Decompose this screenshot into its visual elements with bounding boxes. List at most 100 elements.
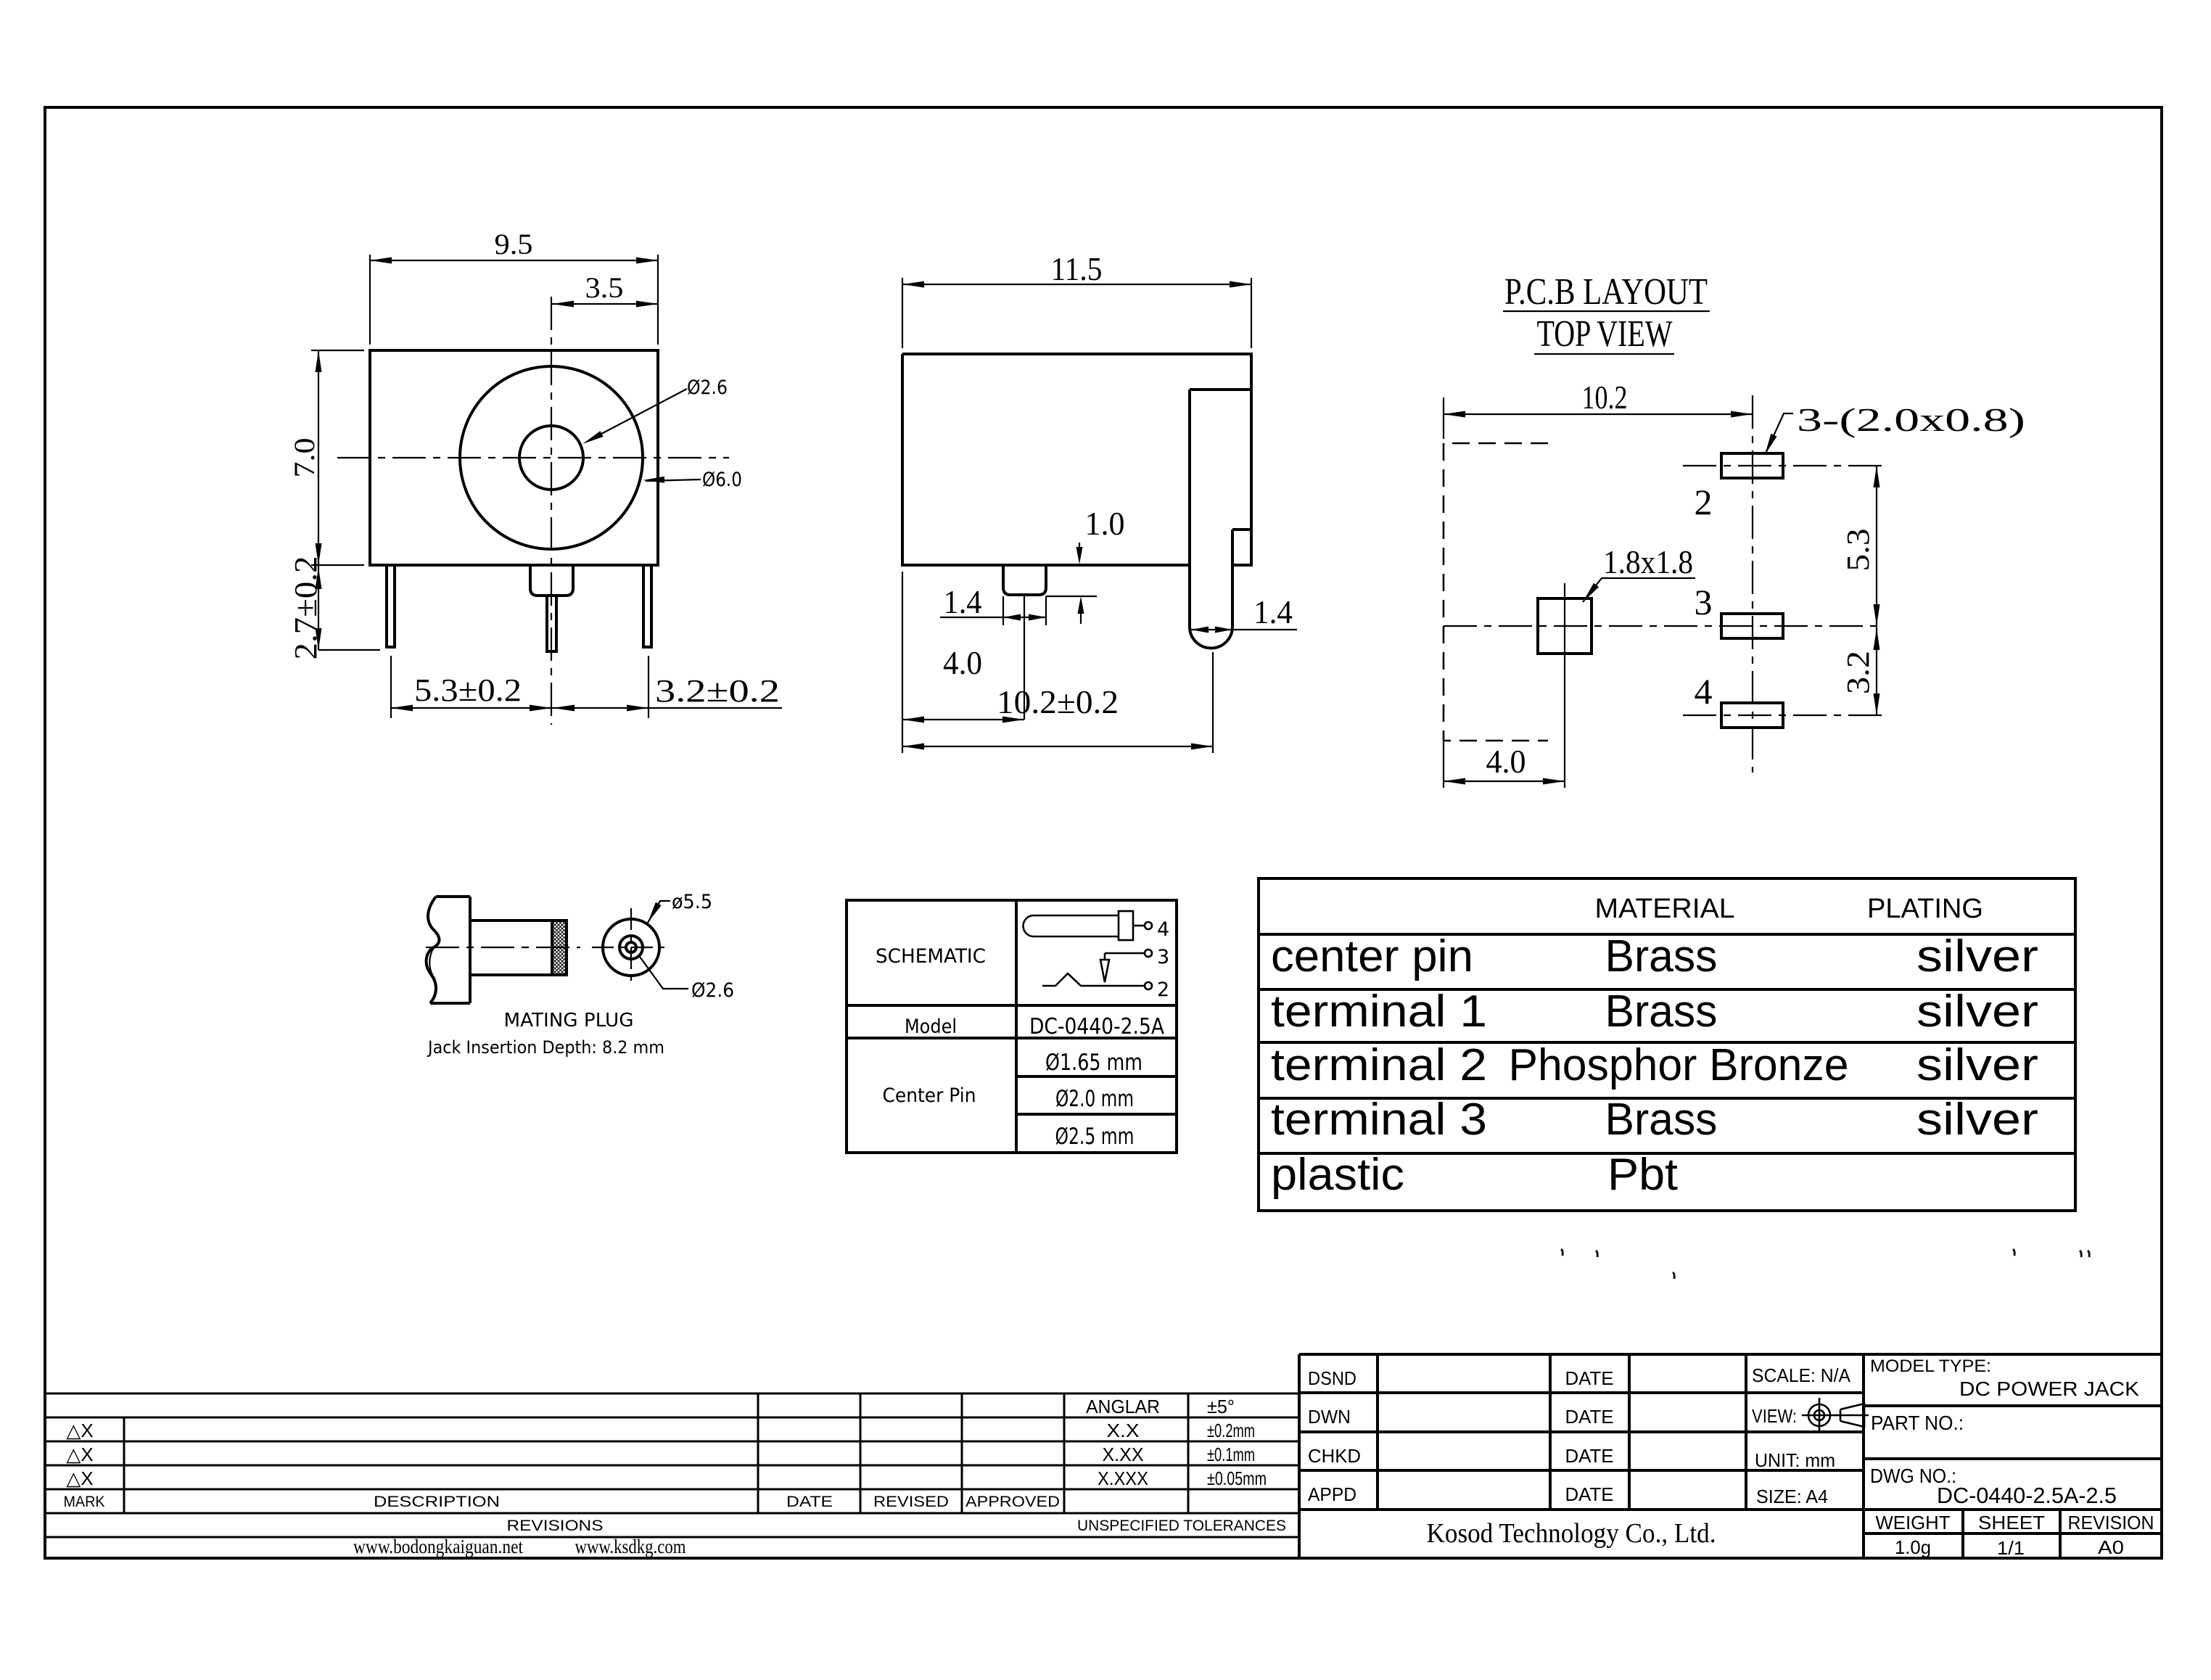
material-row-material: Phosphor Bronze xyxy=(1509,1040,1849,1090)
material-row-part: plastic xyxy=(1271,1150,1404,1200)
schematic-tip-block xyxy=(1117,910,1135,942)
dim-arrow xyxy=(902,743,924,750)
tolerance-range: X.XXX xyxy=(1098,1467,1148,1489)
dim-arrow xyxy=(315,567,322,589)
dim-arrow xyxy=(315,350,322,372)
material-row-plating: silver xyxy=(1916,931,2038,981)
plug-outer-label: ø5.5 xyxy=(672,891,712,913)
dim-arrow xyxy=(1076,547,1083,564)
tolerance-range: X.X xyxy=(1107,1420,1140,1441)
dwg-no-label: DWG NO.: xyxy=(1870,1465,1956,1487)
dim-arrow xyxy=(391,704,413,712)
dim-side-terminal-span: 10.2±0.2 xyxy=(997,683,1119,720)
dim-arrow xyxy=(1873,604,1880,626)
pcb-pad2-number: 2 xyxy=(1695,482,1713,522)
title-block: DSND DWN CHKD APPD DATE DATE DATE DATE S… xyxy=(1298,1353,2162,1559)
stray-mark xyxy=(2087,1249,2091,1258)
center-pin-label: Center Pin xyxy=(883,1084,976,1107)
dim-arrow xyxy=(552,300,574,308)
tolerances-title: UNSPECIFIED TOLERANCES xyxy=(1077,1518,1286,1534)
dim-arrow xyxy=(315,628,322,650)
center-pin-size-1: Ø1.65 mm xyxy=(1045,1050,1142,1076)
dim-side-terminal-width: 1.4 xyxy=(1253,593,1293,630)
stray-mark xyxy=(2012,1248,2016,1256)
material-row-part: center pin xyxy=(1271,931,1473,981)
model-value: DC-0440-2.5A xyxy=(1029,1014,1164,1039)
dim-arrow xyxy=(1215,626,1232,633)
material-table: MATERIAL PLATING center pin Brass silver… xyxy=(1257,877,2077,1212)
tolerance-value: ±0.05mm xyxy=(1207,1467,1267,1489)
tolerance-range: X.XX xyxy=(1103,1444,1144,1465)
size-value: SIZE: A4 xyxy=(1756,1486,1828,1507)
material-row-plating: silver xyxy=(1916,1095,2038,1145)
date-label: DATE xyxy=(1565,1483,1614,1505)
date-label: DATE xyxy=(1565,1445,1614,1467)
stray-mark xyxy=(2079,1249,2083,1258)
date-label: DATE xyxy=(1565,1406,1614,1428)
mark-symbol: △X xyxy=(66,1467,93,1489)
view-label: VIEW: xyxy=(1752,1405,1797,1427)
material-row-part: terminal 3 xyxy=(1271,1095,1487,1145)
plating-header: PLATING xyxy=(1867,894,1983,924)
pcb-center-pad xyxy=(1536,597,1593,655)
company-name: Kosod Technology Co., Ltd. xyxy=(1427,1518,1716,1549)
schematic-terminal2-circle xyxy=(1143,981,1153,991)
material-row-plating: silver xyxy=(1916,1040,2038,1090)
date-header: DATE xyxy=(786,1494,833,1510)
side-view: 11.5 1.0 1.4 4.0 10.2±0.2 1.4 xyxy=(901,250,1297,753)
pcb-pad3-number: 3 xyxy=(1695,582,1713,622)
schematic-barrel xyxy=(1022,914,1119,938)
material-row-material: Pbt xyxy=(1607,1150,1678,1200)
chkd-label: CHKD xyxy=(1308,1445,1361,1467)
revision-header: REVISION xyxy=(2068,1512,2154,1533)
side-center-tab xyxy=(1002,565,1047,596)
appd-label: APPD xyxy=(1308,1483,1356,1505)
dim-arrow xyxy=(1873,693,1880,715)
sheet-border xyxy=(44,106,2163,1560)
material-row-part: terminal 2 xyxy=(1271,1040,1487,1090)
schematic-terminal3-num: 3 xyxy=(1157,946,1169,968)
tolerance-value: ±5° xyxy=(1207,1396,1235,1417)
center-pin-size-3: Ø2.5 mm xyxy=(1055,1124,1135,1150)
dim-arrow xyxy=(1003,614,1021,621)
mark-header: MARK xyxy=(64,1494,105,1510)
dim-arrow xyxy=(627,704,649,712)
dim-side-tab-offset: 4.0 xyxy=(943,644,982,681)
front-pin-dia-label: Ø2.6 xyxy=(687,376,728,399)
description-header: DESCRIPTION xyxy=(374,1494,500,1510)
dim-pcb-pitch-upper: 5.3 xyxy=(1840,529,1876,572)
dim-arrow xyxy=(636,300,658,308)
leader-arrow xyxy=(643,476,665,483)
dim-arrow xyxy=(315,543,322,565)
tolerance-range: ANGLAR xyxy=(1086,1396,1160,1417)
stray-mark xyxy=(1672,1271,1676,1280)
dim-front-pitch-left: 5.3±0.2 xyxy=(414,672,522,708)
weight-header: WEIGHT xyxy=(1876,1512,1951,1533)
revised-header: REVISED xyxy=(873,1494,949,1510)
schematic-table: SCHEMATIC Model DC-0440-2.5A Center Pin … xyxy=(845,899,1178,1154)
dim-arrow xyxy=(1029,614,1046,621)
material-header: MATERIAL xyxy=(1595,894,1735,924)
dim-front-center-offset: 3.5 xyxy=(585,271,624,304)
part-no-label: PART NO.: xyxy=(1871,1412,1964,1434)
pcb-center-pad-leader xyxy=(1582,577,1695,603)
dim-arrow xyxy=(1191,626,1209,633)
leader-arrow xyxy=(1583,582,1599,602)
weight-value: 1.0g xyxy=(1895,1536,1931,1558)
mark-symbol: △X xyxy=(66,1444,93,1465)
model-label: Model xyxy=(905,1016,957,1038)
dim-arrow xyxy=(1191,743,1213,750)
projection-symbol xyxy=(1802,1398,1869,1433)
website-left: www.bodongkaiguan.net xyxy=(353,1536,523,1557)
dim-arrow xyxy=(553,704,575,712)
dim-arrow xyxy=(1543,778,1565,785)
schematic-moving-contact xyxy=(1042,972,1145,987)
dim-arrow xyxy=(636,257,658,264)
schematic-terminal4-circle xyxy=(1143,921,1153,931)
model-type-value: DC POWER JACK xyxy=(1959,1378,2139,1400)
revisions-tolerances-table: MARK DESCRIPTION DATE REVISED APPROVED R… xyxy=(45,1392,1299,1557)
revisions-title: REVISIONS xyxy=(507,1518,604,1534)
stray-mark xyxy=(1560,1248,1564,1256)
material-row-plating: silver xyxy=(1916,987,2038,1037)
stray-mark xyxy=(1595,1249,1599,1258)
